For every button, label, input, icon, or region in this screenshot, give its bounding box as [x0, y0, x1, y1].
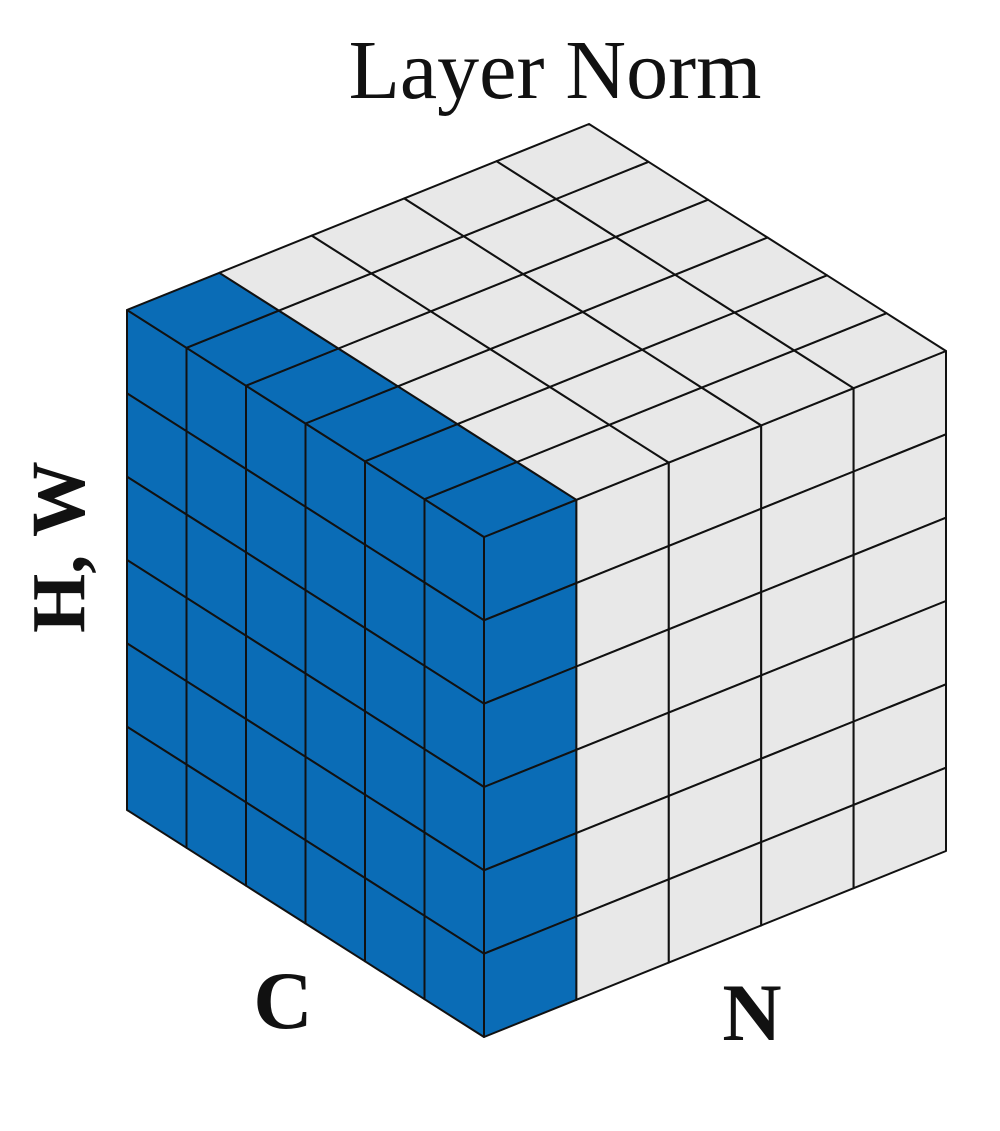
right-face-cell — [852, 766, 947, 890]
axis-label-c: C — [253, 955, 312, 1046]
left-face-cell — [126, 725, 188, 849]
diagram-title: Layer Norm — [349, 24, 762, 117]
axis-label-hw: H, W — [17, 461, 101, 633]
axis-label-n: N — [722, 967, 781, 1058]
top-face-cell — [495, 123, 650, 200]
tensor-cube — [126, 123, 947, 1038]
